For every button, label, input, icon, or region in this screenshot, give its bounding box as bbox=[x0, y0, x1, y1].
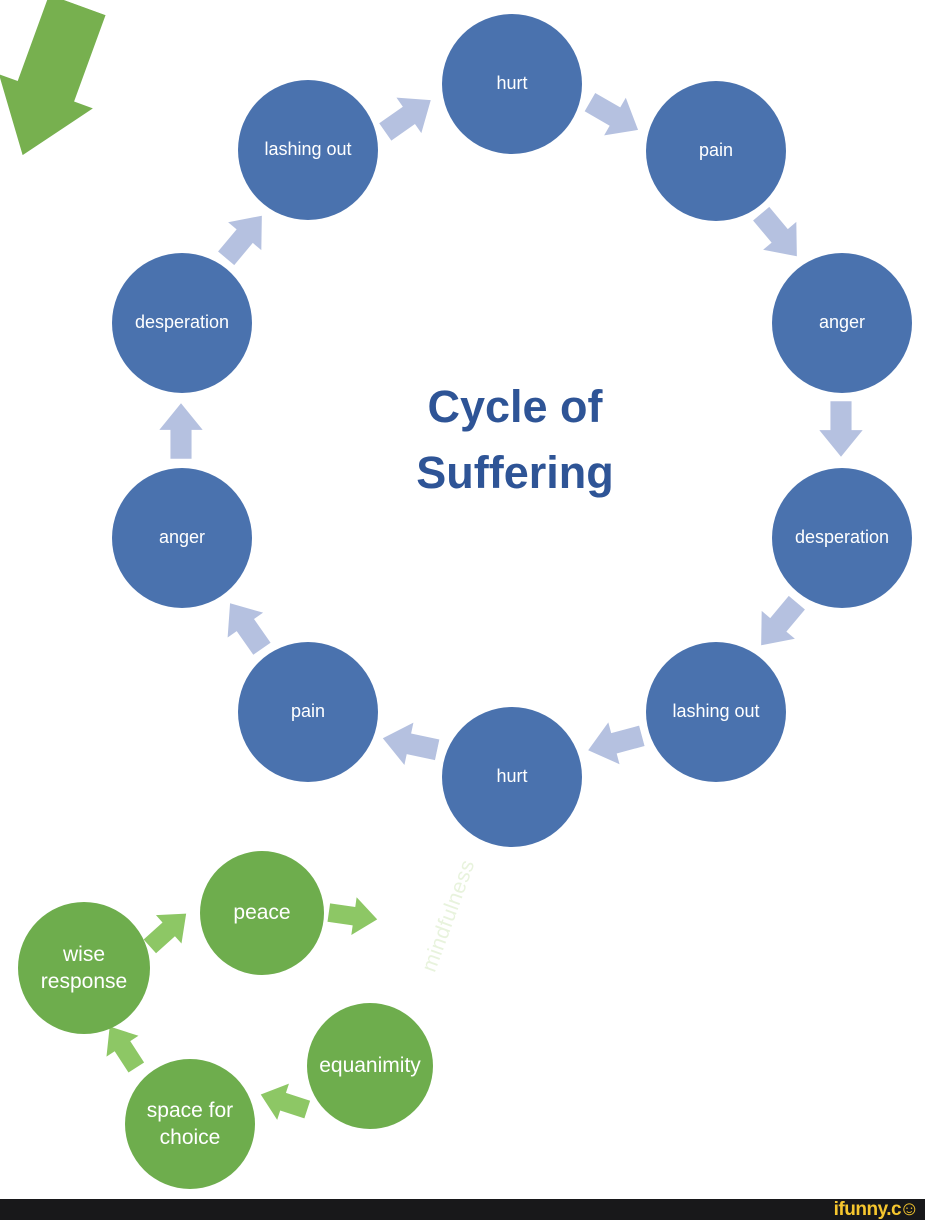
cycle-node-desperation-left: desperation bbox=[112, 253, 252, 393]
blue-arrow-icon bbox=[588, 722, 645, 765]
blue-arrow-icon bbox=[753, 206, 797, 257]
cycle-node-lashing-out-bottom-right: lashing out bbox=[646, 642, 786, 782]
node-label: desperation bbox=[794, 527, 890, 548]
node-label: pain bbox=[698, 140, 734, 161]
cycle-node-space-for-choice: space for choice bbox=[125, 1059, 255, 1189]
cycle-node-pain-top-right: pain bbox=[646, 81, 786, 221]
node-label: anger bbox=[158, 527, 206, 548]
cycle-node-anger-right: anger bbox=[772, 253, 912, 393]
node-label: space for choice bbox=[146, 1098, 234, 1149]
title-line-1: Cycle of bbox=[427, 381, 603, 432]
watermark-text: ifunny.c bbox=[833, 1199, 902, 1220]
mindfulness-arrow-icon bbox=[0, 0, 106, 156]
cycle-node-pain-bottom-left: pain bbox=[238, 642, 378, 782]
cycle-node-equanimity: equanimity bbox=[307, 1003, 433, 1129]
green-arrow-icon bbox=[143, 913, 187, 954]
node-label: pain bbox=[290, 701, 326, 722]
smiley-icon: ☺ bbox=[899, 1198, 919, 1220]
blue-arrow-icon bbox=[382, 722, 440, 765]
blue-arrow-icon bbox=[379, 97, 431, 141]
title-line-2: Suffering bbox=[416, 447, 614, 498]
node-label: lashing out bbox=[264, 139, 352, 160]
blue-arrow-icon bbox=[227, 603, 271, 655]
ifunny-watermark: ifunny.c ☺ bbox=[834, 1199, 925, 1220]
cycle-node-wise-response: wise response bbox=[18, 902, 150, 1034]
page-title: Cycle of Suffering bbox=[416, 374, 614, 506]
green-arrow-icon bbox=[106, 1026, 145, 1073]
cycle-node-anger-left: anger bbox=[112, 468, 252, 608]
mindfulness-arrow-label: mindfulness bbox=[417, 856, 480, 975]
blue-arrow-icon bbox=[218, 215, 262, 266]
cycle-node-hurt-bottom: hurt bbox=[442, 707, 582, 847]
green-arrow-icon bbox=[327, 897, 378, 936]
node-label: equanimity bbox=[319, 1054, 421, 1078]
blue-arrow-icon bbox=[761, 595, 805, 646]
blue-arrow-icon bbox=[159, 403, 203, 459]
node-label: peace bbox=[233, 901, 291, 925]
cycle-node-peace: peace bbox=[200, 851, 324, 975]
cycle-node-lashing-out-top-left: lashing out bbox=[238, 80, 378, 220]
blue-arrow-icon bbox=[819, 401, 863, 457]
cycle-node-hurt-top: hurt bbox=[442, 14, 582, 154]
node-label: anger bbox=[818, 312, 866, 333]
green-arrow-icon bbox=[260, 1083, 311, 1120]
node-label: hurt bbox=[496, 73, 528, 94]
node-label: lashing out bbox=[672, 701, 760, 722]
node-label: hurt bbox=[496, 766, 528, 787]
cycle-node-desperation-right: desperation bbox=[772, 468, 912, 608]
blue-arrow-icon bbox=[584, 92, 639, 136]
node-label: desperation bbox=[134, 312, 230, 333]
bottom-bar: ifunny.c ☺ bbox=[0, 1199, 925, 1220]
node-label: wise response bbox=[40, 942, 128, 993]
